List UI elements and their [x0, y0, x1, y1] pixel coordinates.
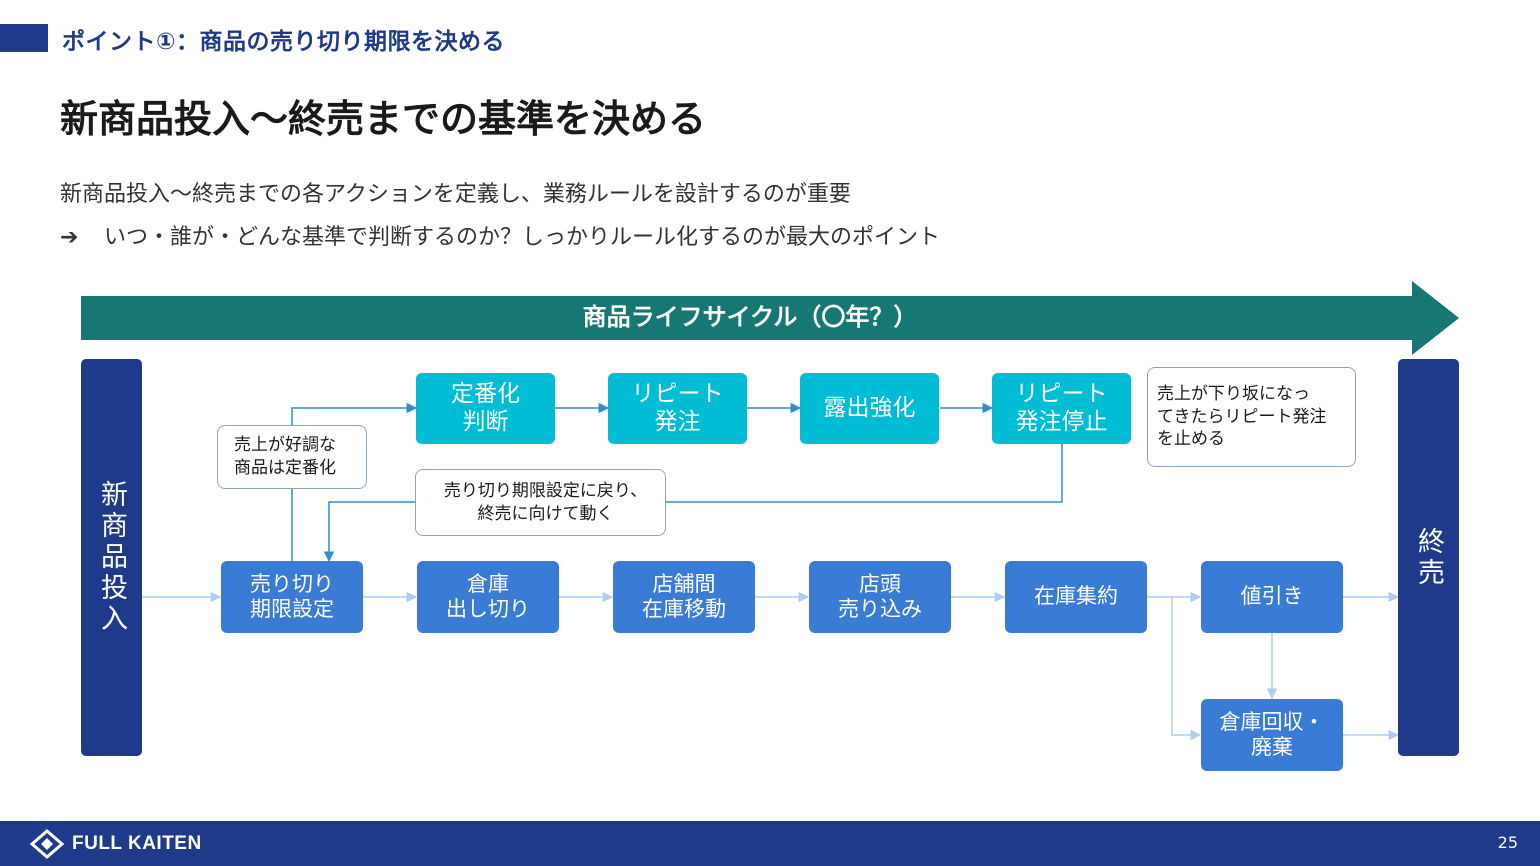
page-number: 25 — [1497, 833, 1518, 852]
lifecycle-label: 商品ライフサイクル（〇年？） — [582, 303, 918, 331]
inventory-consolidation-box: 在庫集約 — [1005, 561, 1147, 633]
inter-store-transfer-box: 店舗間 在庫移動 — [613, 561, 755, 633]
end-of-sale-bar: 終売 — [1398, 359, 1459, 756]
description-line-2-text: いつ・誰が・どんな基準で判断するのか？しっかりルール化するのが最大のポイント — [104, 225, 941, 250]
warehouse-recovery-disposal-box: 倉庫回収・ 廃棄 — [1201, 699, 1343, 771]
repeat-order-box: リピート 発注 — [608, 373, 747, 444]
standard-decision-box: 定番化 判断 — [416, 373, 555, 444]
warehouse-clearance-box: 倉庫 出し切り — [417, 561, 559, 633]
lifecycle-arrow — [81, 281, 1459, 355]
section-accent-bar — [0, 24, 48, 52]
section-label: ポイント①：商品の売り切り期限を決める — [62, 29, 505, 55]
note-return-to-deadline: 売り切り期限設定に戻り、 終売に向けて動く — [415, 469, 666, 536]
footer: FULL KAITEN 25 — [0, 821, 1540, 866]
logo-text: FULL KAITEN — [72, 833, 202, 854]
repeat-order-stop-box: リピート 発注停止 — [992, 373, 1131, 444]
new-product-launch-bar: 新商品投入 — [81, 359, 142, 756]
note-stop-repeat-order: 売上が下り坂になっ てきたらリピート発注 を止める — [1147, 367, 1356, 467]
exposure-boost-box: 露出強化 — [800, 373, 939, 444]
main-flow-connectors — [142, 591, 1400, 741]
description-line-2: ➔ いつ・誰が・どんな基準で判断するのか？しっかりルール化するのが最大のポイント — [60, 219, 940, 251]
end-of-sale-label: 終売 — [1413, 526, 1444, 589]
markdown-box: 値引き — [1201, 561, 1343, 633]
right-arrow-icon: ➔ — [60, 225, 79, 250]
sell-out-deadline-box: 売り切り 期限設定 — [221, 561, 363, 633]
new-product-launch-label: 新商品投入 — [96, 480, 127, 635]
note-standardize: 売上が好調な 商品は定番化 — [217, 425, 367, 489]
full-kaiten-logo-icon — [30, 829, 64, 859]
page-title: 新商品投入〜終売までの基準を決める — [60, 97, 707, 141]
company-logo: FULL KAITEN — [30, 829, 202, 859]
top-flow-connectors — [291, 402, 1063, 563]
description-line-1: 新商品投入〜終売までの各アクションを定義し、業務ルールを設計するのが重要 — [60, 182, 851, 207]
in-store-promotion-box: 店頭 売り込み — [809, 561, 951, 633]
